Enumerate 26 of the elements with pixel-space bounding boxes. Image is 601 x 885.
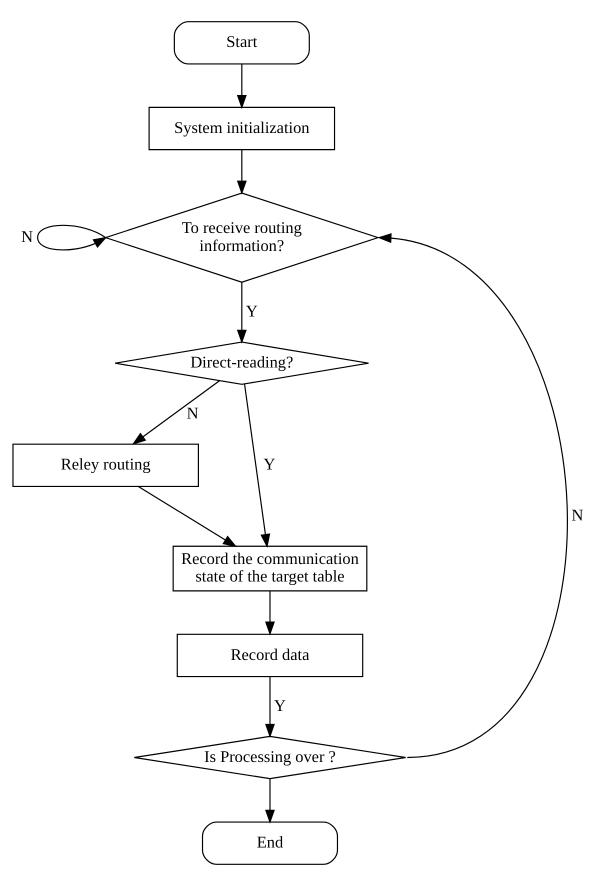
node-box: End: [202, 820, 338, 864]
node-diamond: Is Processing over ?: [134, 735, 406, 779]
edge-label: N: [572, 505, 584, 524]
node-diamond: Direct-reading?: [114, 340, 370, 384]
arrow: [37, 224, 108, 250]
arrow: [265, 778, 275, 824]
edge-label: Y: [246, 300, 258, 320]
edge-label: Y: [274, 695, 286, 714]
node-diamond: To receive routing information?: [104, 192, 380, 282]
arrow: [265, 590, 275, 636]
node-box: Record data: [176, 633, 364, 677]
edge-label: N: [186, 403, 198, 422]
arrow: [377, 232, 568, 758]
arrow: [236, 282, 247, 344]
arrow: [132, 380, 220, 444]
arrow: [244, 384, 270, 548]
node-box: Start: [174, 20, 310, 64]
arrow: [138, 486, 238, 547]
node-box: Reley routing: [12, 443, 199, 486]
edge-label: N: [21, 226, 33, 246]
node-box: System initialization: [148, 106, 336, 150]
arrow: [236, 149, 247, 194]
node-box: Record the communication state of the target table: [172, 545, 368, 591]
arrow: [236, 64, 247, 109]
edge-label: Y: [263, 454, 276, 474]
arrow: [265, 676, 275, 738]
